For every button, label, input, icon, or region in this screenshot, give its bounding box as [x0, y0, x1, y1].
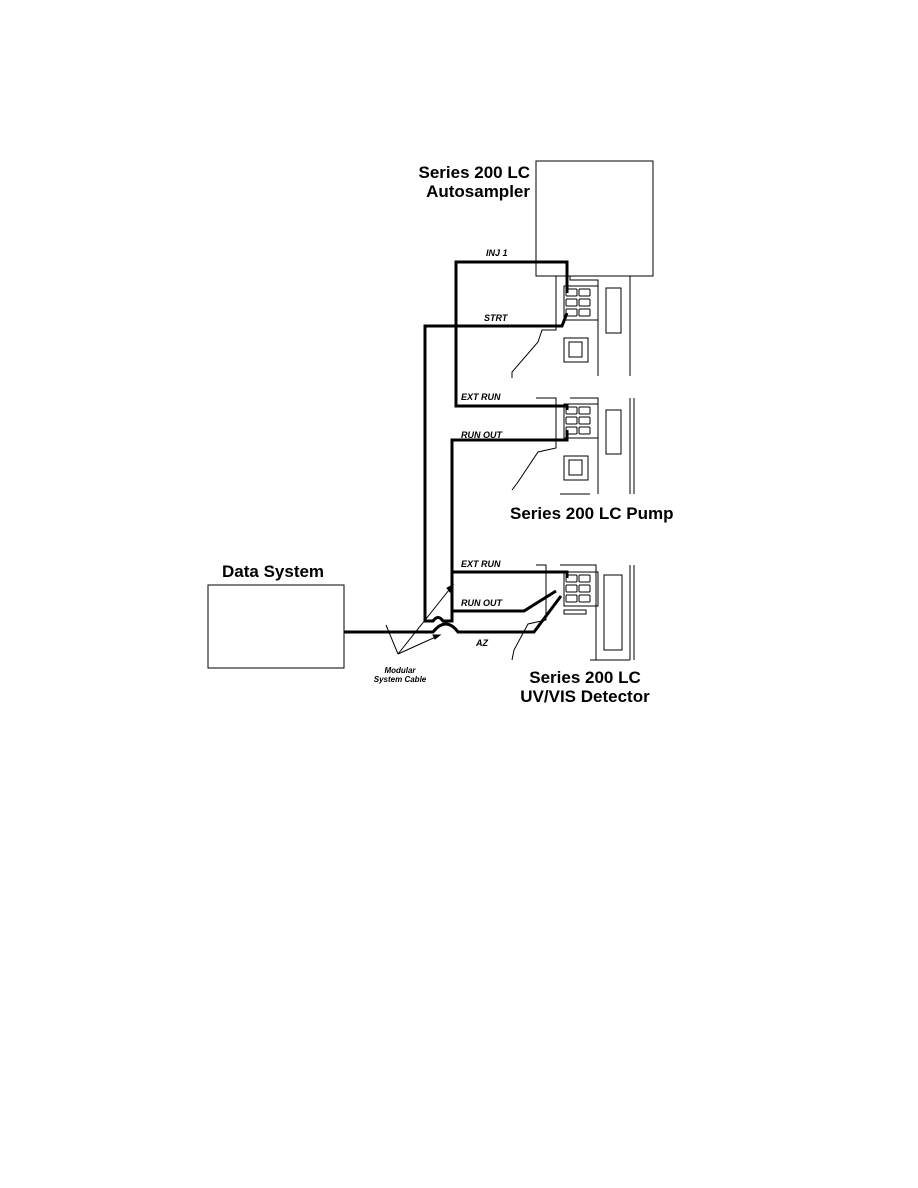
- cable-inj1: [454, 260, 569, 410]
- cable-det-extrun: [452, 570, 569, 578]
- detector-title: Series 200 LC UV/VIS Detector: [510, 668, 660, 706]
- autosampler-title-line2: Autosampler: [426, 182, 530, 201]
- pump-title: Series 200 LC Pump: [510, 504, 674, 523]
- detector-title-line2: UV/VIS Detector: [520, 687, 650, 706]
- signal-pump-run-out: RUN OUT: [461, 430, 502, 440]
- detector-body: [511, 564, 635, 661]
- data-system-box: [207, 584, 345, 669]
- modular-system-cable-label: Modular System Cable: [368, 666, 432, 684]
- data-system-title: Data System: [222, 562, 325, 581]
- cable-label-line2: System Cable: [373, 675, 427, 684]
- signal-det-run-out: RUN OUT: [461, 598, 502, 608]
- detector-connectors: [565, 574, 591, 603]
- pump-connectors: [565, 406, 591, 435]
- cable-strt: [423, 312, 569, 623]
- cable-label-line1: Modular: [384, 666, 416, 675]
- detector-title-line1: Series 200 LC: [529, 668, 641, 687]
- autosampler-title-line1: Series 200 LC: [418, 163, 530, 182]
- pump-body: [511, 397, 635, 495]
- autosampler-connectors: [565, 288, 591, 317]
- autosampler-box: [535, 160, 654, 277]
- cable-azsplit: [452, 589, 557, 613]
- signal-pump-ext-run: EXT RUN: [461, 392, 501, 402]
- signal-det-ext-run: EXT RUN: [461, 559, 501, 569]
- signal-az: AZ: [476, 638, 488, 648]
- signal-strt: STRT: [484, 313, 508, 323]
- signal-inj1: INJ 1: [486, 248, 508, 258]
- autosampler-title: Series 200 LC Autosampler: [412, 163, 530, 201]
- cable-pointers: [385, 583, 454, 655]
- cables: [344, 260, 569, 634]
- autosampler-body: [511, 276, 631, 378]
- cable-det-runout: [344, 595, 563, 634]
